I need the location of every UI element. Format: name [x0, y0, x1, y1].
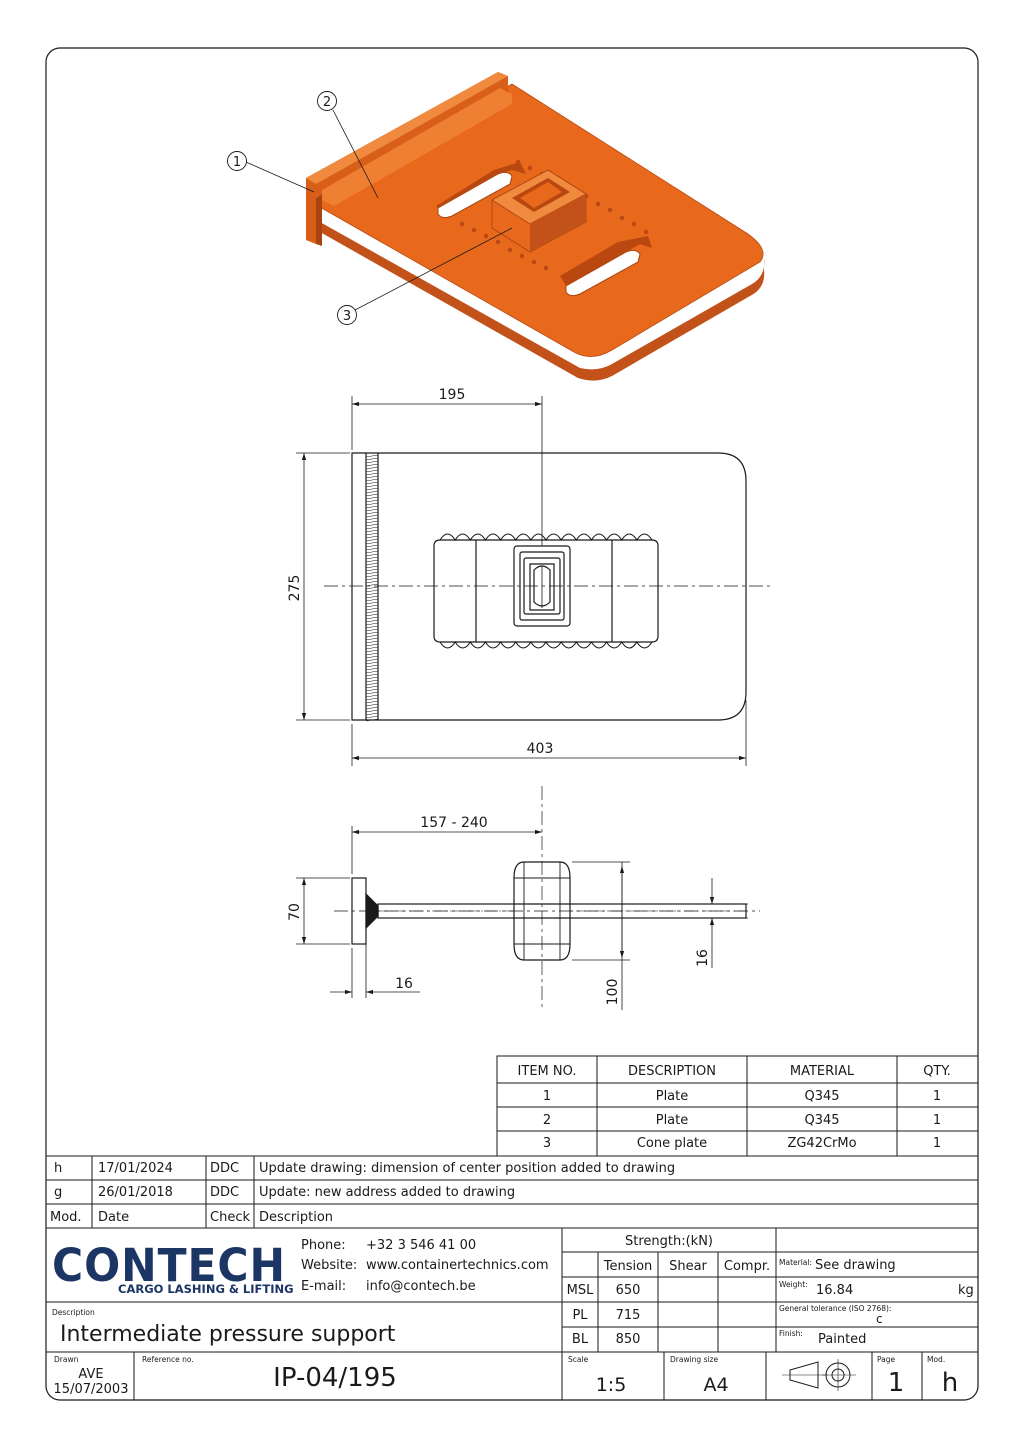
bom-header-material: MATERIAL: [790, 1064, 855, 1079]
revision-table: [46, 1155, 978, 1229]
callout-1: [227, 151, 247, 171]
rev-check: DDC: [210, 1185, 239, 1200]
bom-cell: Plate: [656, 1089, 689, 1104]
bom-cell: 2: [543, 1113, 551, 1128]
callout-2: [317, 91, 337, 111]
side-view-dimensions: [296, 826, 748, 1010]
dim-275: 275: [287, 575, 303, 602]
drawn-label: Drawn: [54, 1355, 79, 1364]
svg-text:CARGO LASHING & LIFTING: CARGO LASHING & LIFTING: [118, 1282, 294, 1296]
dim-195: 195: [439, 387, 466, 403]
top-view: /* placeholder to keep structure */: [351, 452, 747, 722]
page-label: Page: [877, 1355, 896, 1364]
bom-cell: Plate: [656, 1113, 689, 1128]
bom-header-qty: QTY.: [923, 1064, 951, 1079]
strength-row-label: MSL: [567, 1283, 594, 1298]
tolerance-label: General tolerance (ISO 2768):: [779, 1304, 891, 1313]
drawing-size-label: Drawing size: [670, 1355, 718, 1364]
sheet-border: [45, 47, 979, 1401]
bom-header-desc: DESCRIPTION: [628, 1064, 716, 1079]
rev-mod: g: [54, 1185, 62, 1200]
company-logo: CONTECH CARGO LASHING & LIFTING: [52, 1239, 294, 1296]
dim-403: 403: [527, 741, 554, 757]
bom-header-item: ITEM NO.: [518, 1064, 577, 1079]
dim-16-rod: 16: [695, 949, 711, 967]
material-label: Material:: [779, 1258, 812, 1267]
reference-value: IP-04/195: [273, 1363, 397, 1393]
drawn-date: 15/07/2003: [54, 1382, 129, 1397]
rev-header-mod: Mod.: [50, 1210, 82, 1225]
mod-value: h: [942, 1368, 958, 1398]
strength-title: Strength:(kN): [625, 1234, 713, 1249]
website-label: Website:: [301, 1258, 357, 1273]
weight-value: 16.84: [816, 1283, 853, 1298]
bom-cell: 1: [933, 1136, 941, 1151]
phone-label: Phone:: [301, 1238, 346, 1253]
rev-date: 17/01/2024: [98, 1161, 173, 1176]
material-value: See drawing: [815, 1258, 896, 1273]
strength-row-label: BL: [572, 1332, 589, 1347]
svg-text:CONTECH: CONTECH: [52, 1239, 286, 1292]
bom-cell: Q345: [804, 1113, 839, 1128]
scale-label: Scale: [568, 1355, 589, 1364]
rev-header-check: Check: [210, 1210, 250, 1225]
weight-unit: kg: [958, 1283, 974, 1298]
page-value: 1: [888, 1368, 905, 1398]
svg-text:1: 1: [233, 155, 241, 170]
rev-check: DDC: [210, 1161, 239, 1176]
email-label: E-mail:: [301, 1279, 346, 1294]
callouts: 1 2 3: [227, 91, 513, 325]
rev-desc: Update drawing: dimension of center posi…: [259, 1161, 675, 1176]
mod-label: Mod.: [927, 1355, 945, 1364]
weight-label: Weight:: [779, 1280, 808, 1289]
rev-header-desc: Description: [259, 1210, 333, 1225]
svg-text:2: 2: [323, 95, 331, 110]
title-block-grid: [46, 1228, 978, 1400]
bom-cell: 1: [543, 1089, 551, 1104]
phone-value: +32 3 546 41 00: [366, 1238, 476, 1253]
strength-col-shear: Shear: [669, 1259, 707, 1274]
rev-mod: h: [54, 1161, 62, 1176]
dim-16-flange: 16: [395, 976, 413, 992]
scale-value: 1:5: [596, 1374, 627, 1396]
bom-cell: 1: [933, 1089, 941, 1104]
isometric-view: [306, 72, 765, 381]
dim-157-240: 157 - 240: [420, 815, 487, 831]
website-value: www.containertechnics.com: [366, 1258, 549, 1273]
description-label: Description: [52, 1308, 95, 1317]
bom-cell: Cone plate: [637, 1136, 707, 1151]
bom-cell: 1: [933, 1113, 941, 1128]
email-value: info@contech.be: [366, 1279, 476, 1294]
callout-3: [337, 305, 357, 325]
dim-100: 100: [605, 979, 621, 1006]
rev-date: 26/01/2018: [98, 1185, 173, 1200]
strength-tension-value: 650: [616, 1283, 641, 1298]
projection-symbol-icon: [782, 1359, 856, 1391]
svg-text:3: 3: [343, 309, 351, 324]
bom-cell: Q345: [804, 1089, 839, 1104]
description-value: Intermediate pressure support: [60, 1322, 396, 1347]
slot-lower: [565, 249, 641, 297]
finish-label: Finish:: [779, 1329, 803, 1338]
strength-row-label: PL: [572, 1308, 588, 1323]
strength-col-tension: Tension: [603, 1259, 653, 1274]
dim-70: 70: [287, 903, 303, 921]
rev-header-date: Date: [98, 1210, 129, 1225]
bom-cell: ZG42CrMo: [787, 1136, 856, 1151]
strength-col-compr: Compr.: [724, 1259, 770, 1274]
drawn-by: AVE: [78, 1367, 103, 1382]
tolerance-value: c: [876, 1312, 883, 1326]
strength-tension-value: 715: [616, 1308, 641, 1323]
top-view-dimensions: [296, 396, 747, 766]
bom-cell: 3: [543, 1136, 551, 1151]
drawing-size-value: A4: [703, 1374, 728, 1396]
strength-tension-value: 850: [616, 1332, 641, 1347]
rev-desc: Update: new address added to drawing: [259, 1185, 515, 1200]
reference-label: Reference no.: [142, 1355, 194, 1364]
finish-value: Painted: [818, 1332, 866, 1347]
